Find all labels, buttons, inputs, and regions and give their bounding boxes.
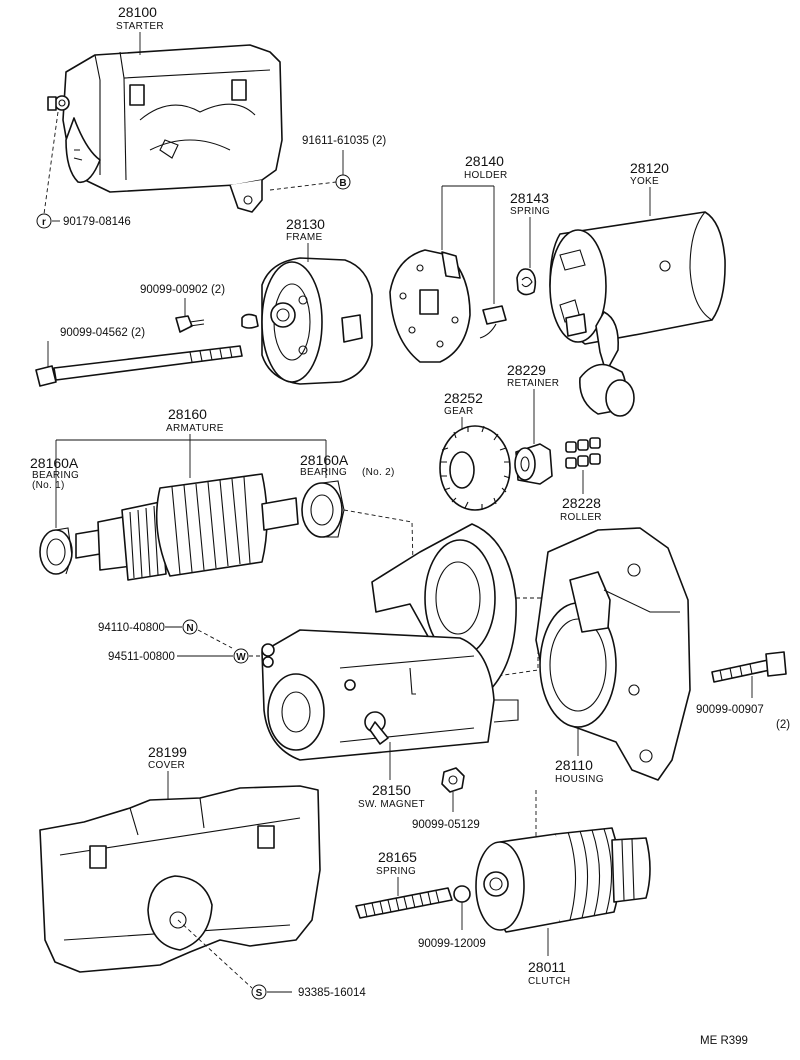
retainer-drawing	[514, 443, 553, 485]
ball-drawing	[453, 885, 471, 903]
clutch-drawing	[475, 827, 651, 933]
sw-magnet-name: SW. MAGNET	[358, 799, 425, 810]
starter-assembly-drawing	[47, 44, 283, 213]
spring-brush-name: SPRING	[510, 206, 550, 217]
bearing2-number: 28160A	[300, 452, 349, 468]
frame-number: 28130	[286, 216, 325, 232]
armature-number: 28160	[168, 406, 207, 422]
holder-number: 28140	[465, 153, 504, 169]
diagram-code: ME R399	[700, 1035, 748, 1047]
housing-name: HOUSING	[555, 774, 604, 785]
starter-name: STARTER	[116, 21, 164, 32]
magnet-nut-drawing	[441, 767, 465, 793]
retainer-number: 28229	[507, 362, 546, 378]
bearing1-name: BEARING	[32, 470, 79, 481]
sw-magnet-number: 28150	[372, 782, 411, 798]
washer-w-number: 94511-00800	[108, 651, 175, 663]
brush-spring-drawing	[516, 268, 537, 296]
housing-bolt-drawing	[711, 651, 787, 683]
roller-name: ROLLER	[560, 512, 602, 523]
screw-s-number: 93385-16014	[298, 987, 366, 999]
frame-drawing	[241, 257, 373, 385]
bolt-b-letter: B	[339, 178, 346, 189]
long-bolt-number: 90099-04562 (2)	[60, 327, 145, 339]
yoke-name: YOKE	[630, 176, 659, 187]
clutch-number: 28011	[528, 959, 566, 975]
housing-bolt-qty: (2)	[776, 719, 790, 731]
screw-s-ref-circle	[251, 984, 267, 1000]
bolt-b-ref-circle	[335, 174, 351, 190]
housing-bolt-number: 90099-00907	[696, 704, 764, 716]
ball-number: 90099-12009	[418, 938, 486, 950]
cover-number: 28199	[148, 744, 187, 760]
magnet-nut-number: 90099-05129	[412, 819, 480, 831]
spring-brush-number: 28143	[510, 190, 549, 206]
starter-number: 28100	[118, 4, 157, 20]
nut-n-ref-circle	[182, 619, 198, 635]
cover-drawing	[39, 785, 321, 973]
bearing2-name: BEARING	[300, 467, 347, 478]
spring-clutch-name: SPRING	[376, 866, 416, 877]
bearing1-number: 28160A	[30, 455, 79, 471]
housing-drawing	[535, 527, 691, 781]
long-bolt-drawing	[35, 345, 243, 387]
sw-magnet-drawing	[261, 523, 519, 761]
nut-r-letter: r	[42, 217, 46, 228]
yoke-number: 28120	[630, 160, 669, 176]
gear-number: 28252	[444, 390, 483, 406]
brush-holder-drawing	[389, 249, 507, 363]
bearing-no1-drawing	[39, 527, 73, 575]
armature-drawing	[75, 473, 299, 581]
frame-name: FRAME	[286, 232, 323, 243]
nut-r-ref-circle	[36, 213, 52, 229]
retainer-name: RETAINER	[507, 378, 559, 389]
screw-frame-number: 90099-00902 (2)	[140, 284, 225, 296]
washer-w-letter: W	[236, 652, 246, 663]
housing-number: 28110	[555, 757, 593, 773]
frame-screw-drawing	[175, 315, 205, 333]
spring-clutch-number: 28165	[378, 849, 417, 865]
washer-w-ref-circle	[233, 648, 249, 664]
nut-r-number: 90179-08146	[63, 216, 131, 228]
armature-name: ARMATURE	[166, 423, 224, 434]
roller-number: 28228	[562, 495, 601, 511]
screw-s-letter: S	[256, 988, 263, 999]
gear-name: GEAR	[444, 406, 474, 417]
bearing2-sub: (No. 2)	[362, 467, 395, 478]
clutch-name: CLUTCH	[528, 976, 570, 987]
nut-n-letter: N	[186, 623, 193, 634]
cover-name: COVER	[148, 760, 185, 771]
clutch-spring-drawing	[355, 887, 453, 919]
bolt-b-number: 91611-61035 (2)	[302, 135, 386, 147]
nut-n-number: 94110-40800	[98, 622, 165, 634]
holder-name: HOLDER	[464, 170, 507, 181]
bearing1-sub: (No. 1)	[32, 480, 65, 491]
bearing-no2-drawing	[301, 480, 345, 538]
rollers-drawing	[565, 437, 601, 469]
yoke-drawing	[549, 211, 726, 417]
gear-drawing	[439, 425, 511, 511]
